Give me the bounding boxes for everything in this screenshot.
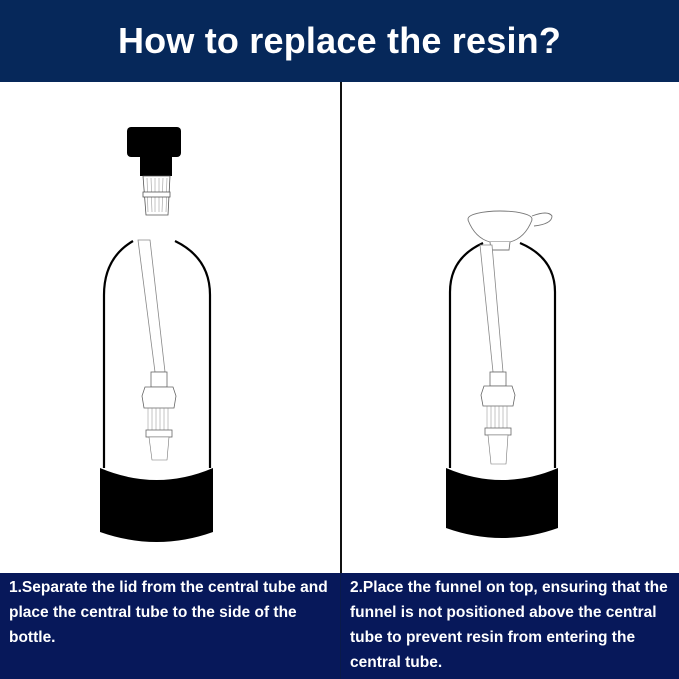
- bottle-with-funnel-illustration: [446, 210, 558, 538]
- bottle-lid-removed-illustration: [100, 127, 213, 542]
- bottle-icon: [100, 239, 213, 542]
- page-title: How to replace the resin?: [117, 20, 562, 61]
- step-1-caption: 1.Separate the lid from the central tube…: [0, 573, 340, 679]
- title-banner: How to replace the resin?: [0, 0, 679, 82]
- step-2-illustration-panel: [341, 82, 679, 573]
- panel-divider: [340, 82, 342, 573]
- step-2-text: 2.Place the funnel on top, ensuring that…: [350, 579, 668, 671]
- lid-icon: [127, 127, 181, 216]
- funnel-icon: [467, 210, 553, 251]
- step-1-illustration-panel: [0, 82, 340, 573]
- step-2-caption: 2.Place the funnel on top, ensuring that…: [340, 573, 679, 679]
- step-1-text: 1.Separate the lid from the central tube…: [9, 579, 328, 646]
- bottle-icon: [446, 241, 558, 538]
